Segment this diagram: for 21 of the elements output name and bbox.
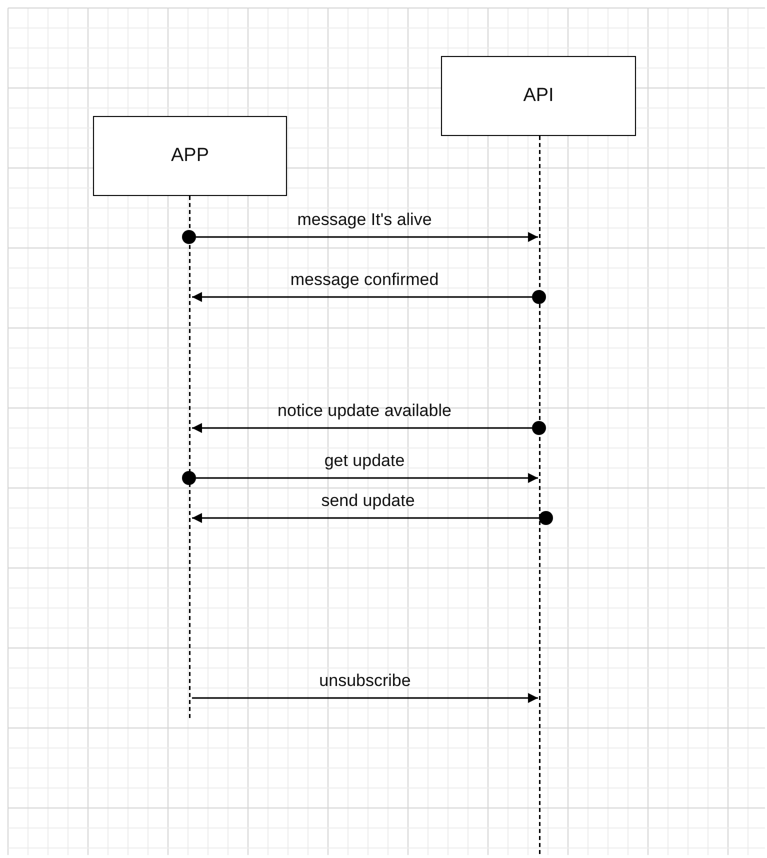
lifeline <box>188 196 192 718</box>
edge-label: get update <box>324 451 405 471</box>
edge-label: send update <box>321 491 415 511</box>
edge-label: message It's alive <box>297 210 432 230</box>
message-arrow <box>192 423 532 433</box>
message-start-dot <box>532 290 546 304</box>
message-start-dot <box>532 421 546 435</box>
message-arrow <box>196 473 538 483</box>
message-arrow <box>196 232 538 242</box>
participant-box: API <box>441 56 636 136</box>
message-arrow <box>192 513 539 523</box>
message-start-dot <box>182 230 196 244</box>
edge-label: unsubscribe <box>319 671 411 691</box>
lifeline <box>538 136 542 855</box>
message-start-dot <box>539 511 553 525</box>
edge-label: message confirmed <box>290 270 439 290</box>
message-start-dot <box>182 471 196 485</box>
participant-box: APP <box>93 116 287 196</box>
message-arrow <box>192 693 538 703</box>
edge-label: notice update available <box>278 401 452 421</box>
message-arrow <box>192 292 532 302</box>
